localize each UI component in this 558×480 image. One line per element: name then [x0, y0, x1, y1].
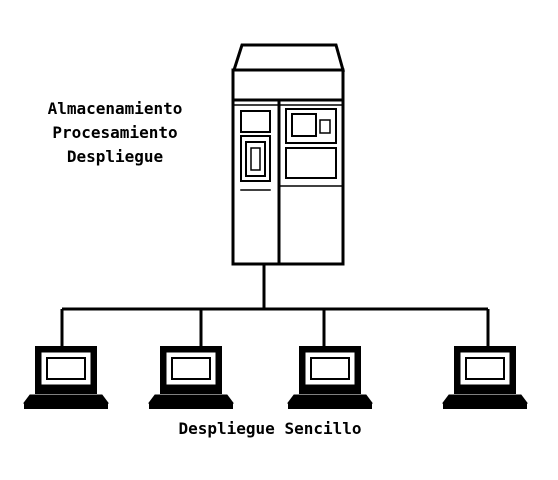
capability-label-display: Despliegue [67, 147, 163, 166]
network-bus [60, 264, 490, 347]
capability-label-storage: Almacenamiento [48, 99, 183, 118]
capability-label-processing: Procesamiento [52, 123, 177, 142]
terminal-icon [23, 346, 109, 410]
terminal-icon [287, 346, 373, 410]
terminal-icon [148, 346, 234, 410]
caption-label: Despliegue Sencillo [178, 419, 361, 438]
mainframe-icon [231, 43, 345, 266]
terminal-icon [442, 346, 528, 410]
